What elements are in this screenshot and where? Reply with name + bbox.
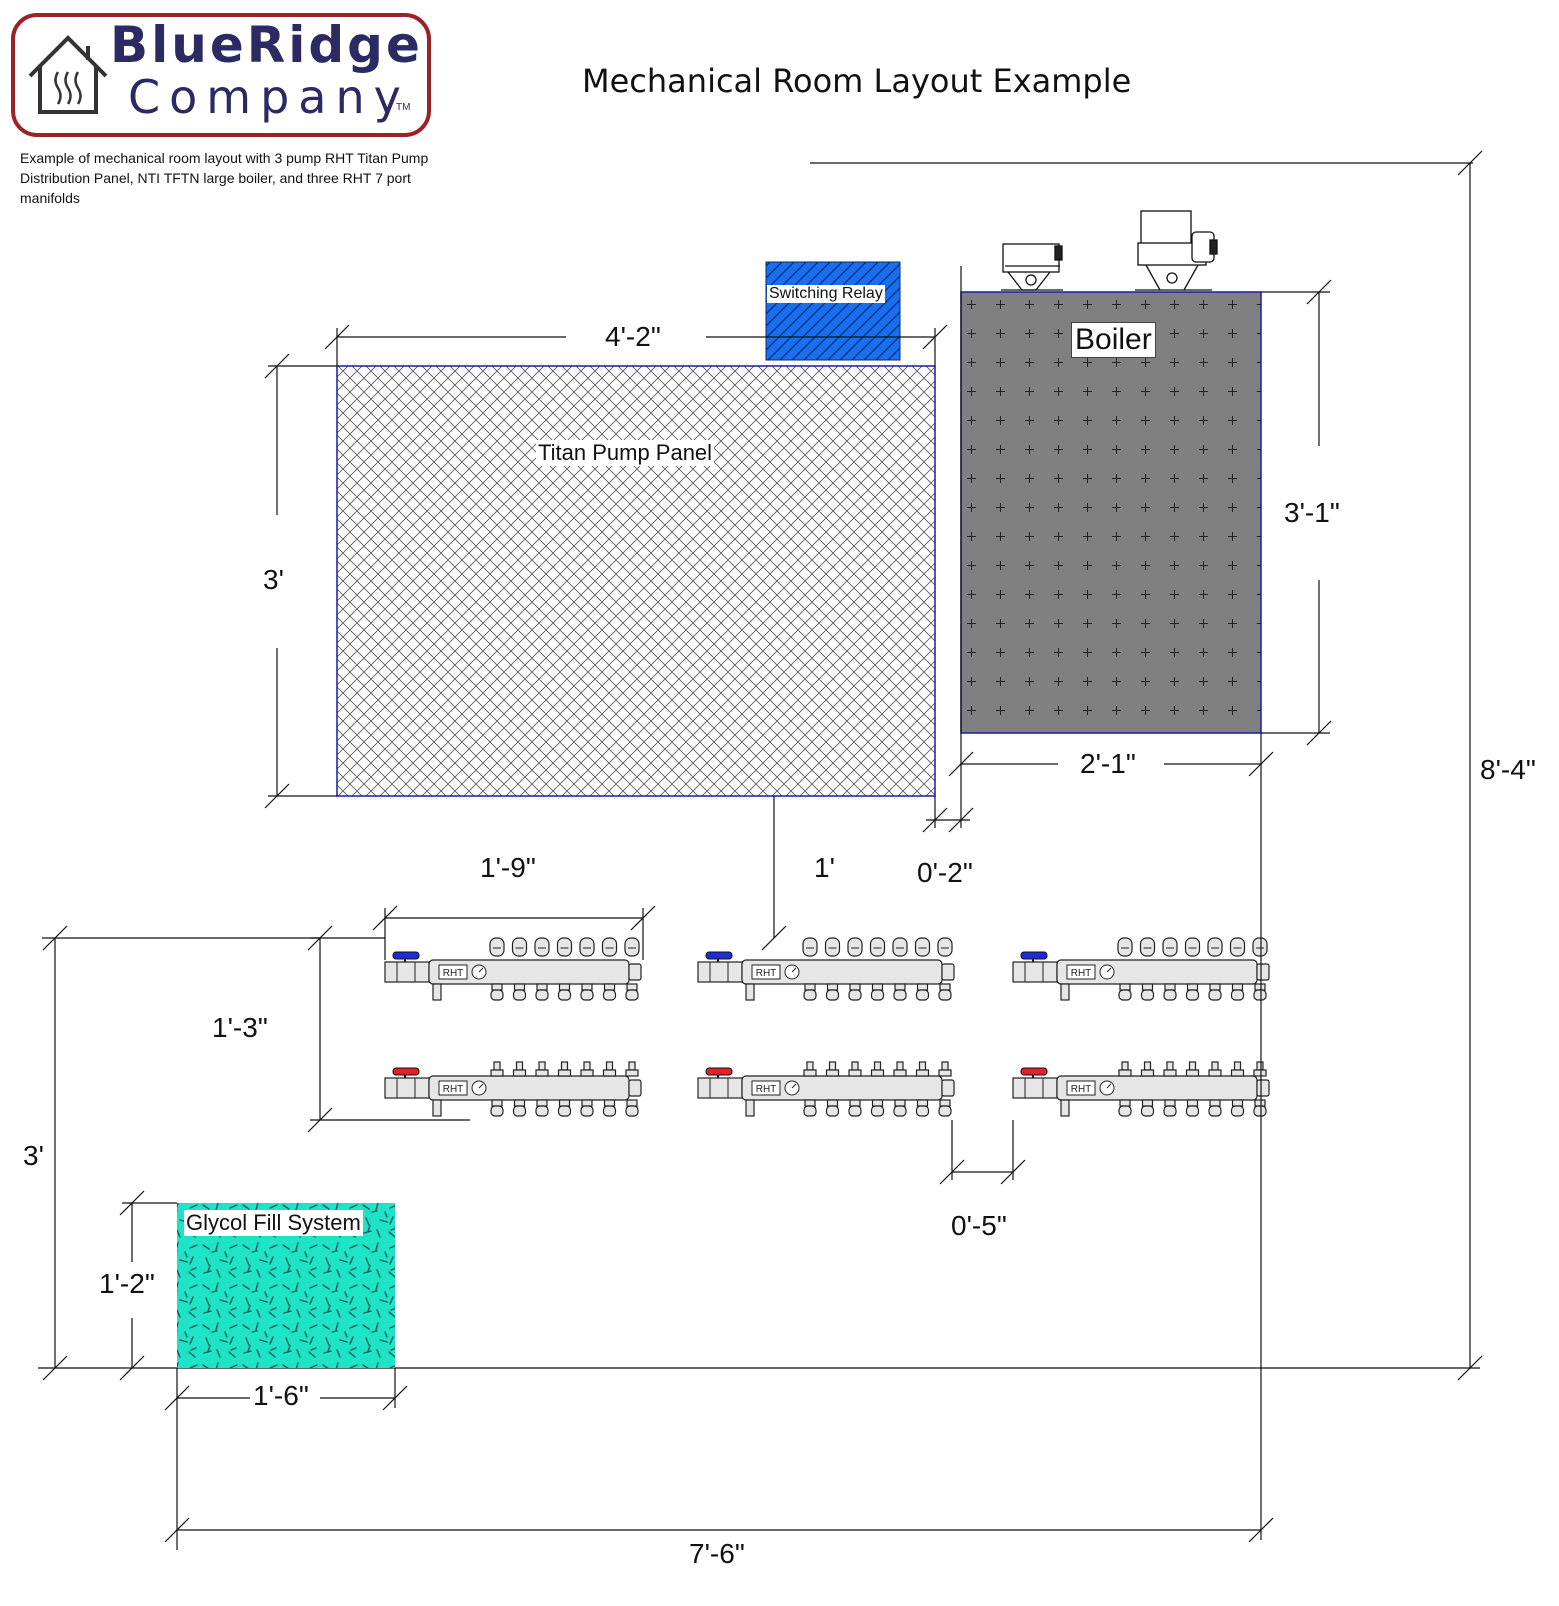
supply-manifold: RHT [697,937,955,1001]
manifold-brand-label: RHT [1071,968,1092,979]
logo-trademark: TM [396,102,411,113]
return-manifold: RHT [697,1061,955,1117]
dim-panel-to-manifold: 1' [812,852,837,884]
manifold-brand-label: RHT [443,1084,464,1095]
logo-wordmark-top: BlueRidge [110,16,423,74]
return-manifold: RHT [1012,1061,1270,1117]
dim-panel-height: 3' [261,564,286,596]
dim-manifold-spacing: 1'-3" [210,1012,270,1044]
glycol-label: Glycol Fill System [184,1210,363,1236]
house-icon [28,35,108,114]
dim-glycol-width: 1'-6" [251,1380,311,1412]
boiler-burner [1135,210,1218,291]
dimension-lines [42,150,1483,1550]
boiler-label: Boiler [1071,322,1156,358]
relay-label: Switching Relay [767,285,885,303]
supply-manifold: RHT [1012,937,1270,1001]
dim-manifold-gap: 0'-5" [949,1210,1009,1242]
dim-gap-panel-boiler: 0'-2" [915,857,975,889]
manifold-brand-label: RHT [756,1084,777,1095]
titan-panel-label: Titan Pump Panel [536,440,715,466]
boiler-vent-fan [1001,243,1063,291]
dim-room-width: 7'-6" [687,1538,747,1570]
supply-manifold: RHT [384,937,642,1001]
manifold-array: RHT RHT RHT RHT RHT RHT [384,937,1270,1117]
dim-panel-width: 4'-2" [603,321,663,353]
titan-pump-panel [336,365,936,797]
dim-boiler-height: 3'-1" [1282,497,1342,529]
manifold-brand-label: RHT [756,968,777,979]
dim-boiler-width: 2'-1" [1078,748,1138,780]
diagram-caption: Example of mechanical room layout with 3… [20,150,429,206]
page-title: Mechanical Room Layout Example [582,62,1132,100]
manifold-brand-label: RHT [1071,1084,1092,1095]
dim-room-height: 8'-4" [1478,754,1538,786]
dim-floor-to-manifold: 3' [21,1140,46,1172]
manifold-brand-label: RHT [443,968,464,979]
logo-frame [11,13,431,137]
dim-glycol-height: 1'-2" [97,1268,157,1300]
dim-manifold-length: 1'-9" [478,852,538,884]
logo-wordmark-bottom: Company [128,70,410,124]
return-manifold: RHT [384,1061,642,1117]
